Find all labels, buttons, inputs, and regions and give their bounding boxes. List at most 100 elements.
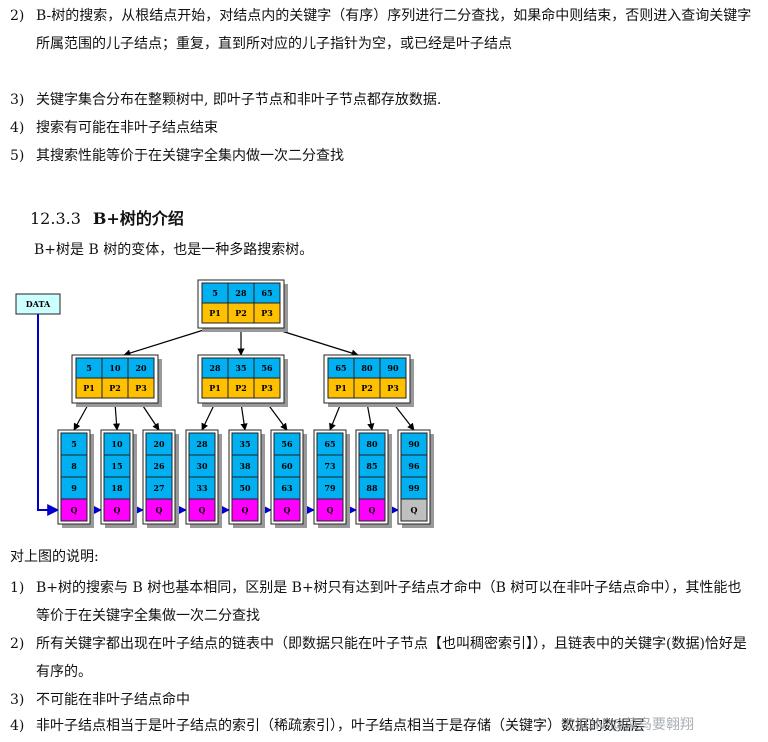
bottom-item-3: 3) 不可能在非叶子结点命中	[10, 686, 755, 714]
leaf-key-0-label: 5	[71, 439, 77, 449]
internal-node-1-ptr-2-label: P3	[135, 383, 147, 393]
item-text: 关键字集合分布在整颗树中, 即叶子节点和非叶子节点都存放数据.	[36, 92, 442, 108]
internal-arrow-1-2	[112, 402, 121, 431]
leaf-node-9: 90 96 99Q	[397, 429, 434, 528]
leaf-key-1-label: 8	[71, 461, 77, 471]
leaf-key-1-label: 38	[239, 461, 251, 471]
leaf-q-label: Q	[242, 505, 249, 515]
leaf-q	[273, 498, 301, 522]
section-number: 12.3.3	[30, 209, 81, 228]
leaf-q-label: Q	[199, 505, 206, 515]
internal-node-2-ptr-2-label: P3	[261, 383, 273, 393]
root-node-ptr-2	[253, 302, 281, 324]
leaf-key-0-label: 56	[281, 439, 293, 449]
root-node-key-1-label: 28	[235, 288, 247, 298]
leaf-key-0-label: 10	[111, 439, 123, 449]
leaf-q-label: Q	[369, 505, 376, 515]
internal-node-1-ptr-2	[127, 377, 155, 399]
internal-node-1-key-1-label: 10	[109, 363, 121, 373]
top-item-4: 4) 搜索有可能在非叶子结点结束	[10, 114, 755, 142]
leaf-q-label: Q	[284, 505, 291, 515]
internal-node-3-key-1-label: 80	[361, 363, 373, 373]
section-heading: 12.3.3 B+树的介绍	[30, 205, 184, 229]
leaf-key-2-label: 63	[281, 483, 293, 493]
internal-arrow-3-3	[392, 402, 415, 431]
root-node-key-0-label: 5	[212, 288, 218, 298]
root-arrow-3	[271, 327, 359, 357]
internal-arrow-3-1	[329, 402, 342, 431]
internal-arrow-2-2	[240, 402, 248, 431]
item-number: 4)	[10, 718, 25, 734]
leaf-key-2-label: 99	[408, 483, 420, 493]
leaf-key-1-label: 96	[408, 461, 420, 471]
data-box-rect	[15, 293, 61, 315]
internal-node-1-key-0-label: 5	[86, 363, 92, 373]
leaf-key-0-label: 28	[196, 439, 208, 449]
leaf-q-label: Q	[71, 505, 78, 515]
item-number: 5)	[10, 148, 25, 164]
item-text: 其搜索性能等价于在关键字全集内做一次二分查找	[36, 148, 344, 164]
leaf-q-label: Q	[411, 505, 418, 515]
leaf-key-1-label: 73	[324, 461, 336, 471]
top-item-2: 2) B-树的搜索，从根结点开始，对结点内的关键字（有序）序列进行二分查找，如果…	[10, 2, 755, 58]
leaf-key-1-label: 85	[366, 461, 377, 471]
item-text: 不可能在非叶子结点命中	[36, 692, 190, 708]
leaf-key-2-label: 9	[71, 483, 77, 493]
internal-node-3-ptr-2-label: P3	[387, 383, 399, 393]
leaf-node-2: 10 15 18Q	[100, 429, 137, 528]
internal-node-1-ptr-0-label: P1	[83, 383, 95, 393]
item-number: 4)	[10, 120, 25, 136]
leaf-key-2-label: 27	[153, 483, 164, 493]
leaf-key-2-label: 18	[111, 483, 123, 493]
leaf-key-0-label: 90	[408, 439, 420, 449]
internal-node-2-key-2-label: 56	[261, 363, 273, 373]
leaf-key-2-label: 33	[196, 483, 208, 493]
root-node-ptr-1-label: P2	[235, 308, 247, 318]
top-item-5: 5) 其搜索性能等价于在关键字全集内做一次二分查找	[10, 142, 755, 170]
leaf-key-2-label: 88	[366, 483, 378, 493]
leaf-key-1-label: 15	[111, 461, 122, 471]
internal-node-2-key-0-label: 28	[209, 363, 221, 373]
internal-arrow-1-1	[73, 402, 90, 431]
internal-node-2-key-1-label: 35	[235, 363, 246, 373]
leaf-q	[231, 498, 259, 522]
leaf-q-label: Q	[114, 505, 121, 515]
item-text: B+树的搜索与 B 树也基本相同，区别是 B+树只有达到叶子结点才命中（B 树可…	[36, 580, 742, 624]
leaf-key-0-label: 35	[239, 439, 250, 449]
leaf-q	[400, 498, 428, 522]
data-box-label: DATA	[26, 299, 51, 309]
internal-arrow-2-1	[201, 402, 216, 431]
internal-node-3-ptr-1-label: P2	[361, 383, 373, 393]
root-node-ptr-0-label: P1	[209, 308, 221, 318]
bottom-item-2: 2) 所有关键字都出现在叶子结点的链表中（即数据只能在叶子节点【也叫稠密索引】）…	[10, 630, 755, 686]
intro-text: B+树是 B 树的变体，也是一种多路搜索树。	[34, 242, 314, 258]
item-text: 所有关键字都出现在叶子结点的链表中（即数据只能在叶子节点【也叫稠密索引】），且链…	[36, 636, 747, 680]
leaf-q	[60, 498, 88, 522]
internal-arrow-3-2	[366, 402, 375, 431]
section-title: B+树的介绍	[92, 209, 184, 228]
leaf-q-label: Q	[327, 505, 334, 515]
leaf-key-0-label: 20	[153, 439, 165, 449]
internal-node-1-ptr-1-label: P2	[109, 383, 121, 393]
data-connector	[37, 314, 60, 516]
internal-node-2-ptr-2	[253, 377, 281, 399]
internal-node-2-ptr-1-label: P2	[235, 383, 247, 393]
internal-node-3-ptr-2	[379, 377, 407, 399]
item-number: 1)	[10, 580, 25, 596]
root-node-ptr-2-label: P3	[261, 308, 273, 318]
item-number: 3)	[10, 92, 25, 108]
item-number: 2)	[10, 636, 25, 652]
caption: 对上图的说明:	[10, 549, 99, 565]
internal-node-2-ptr-0-label: P1	[209, 383, 221, 393]
internal-node-3-key-2-label: 90	[387, 363, 399, 373]
leaf-node-1: 5 8 9Q	[57, 429, 94, 528]
leaf-q	[103, 498, 131, 522]
leaf-q	[316, 498, 344, 522]
